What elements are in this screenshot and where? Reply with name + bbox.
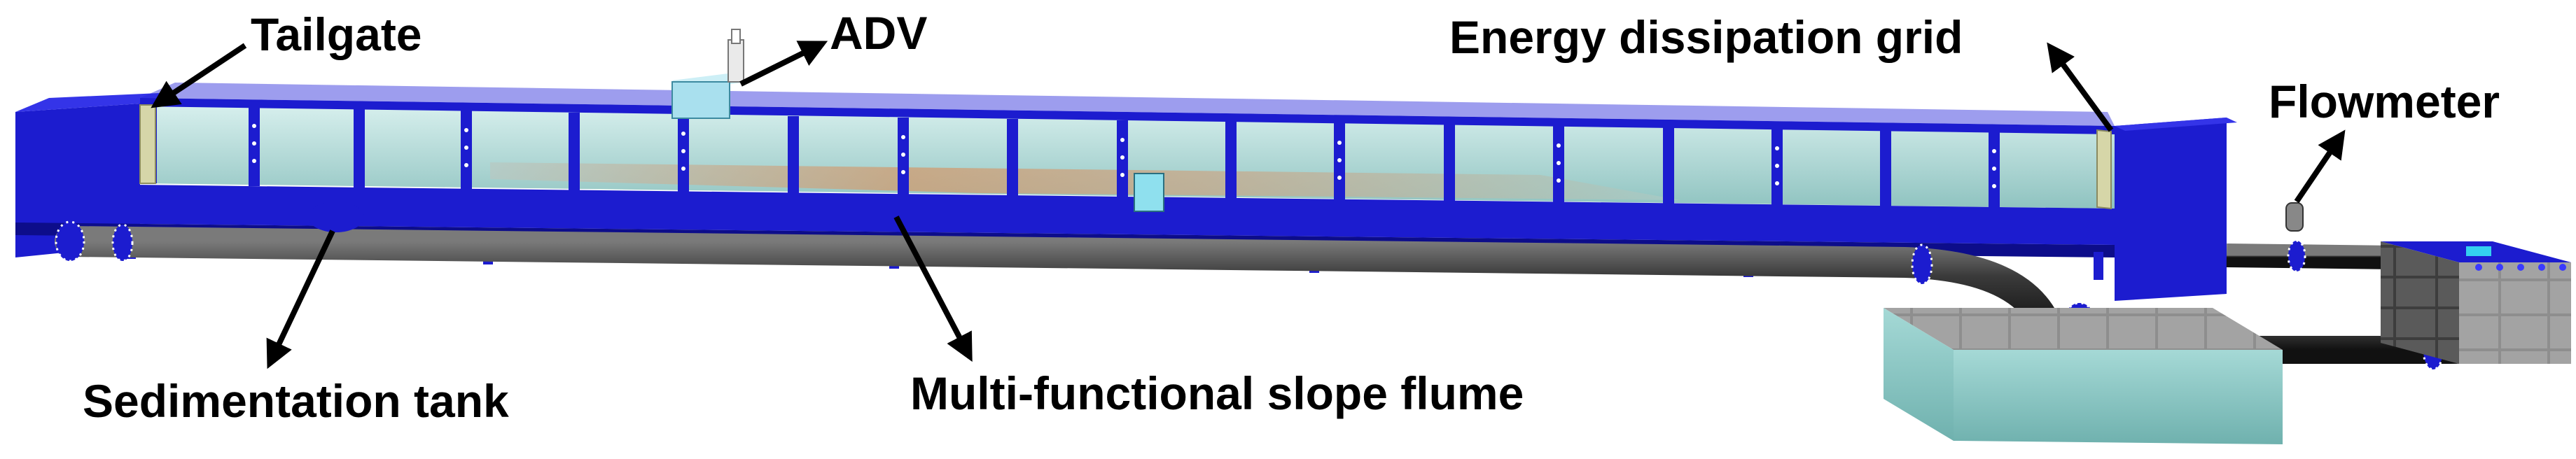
top-rail bbox=[140, 98, 2115, 134]
flowmeter-label: Flowmeter bbox=[2269, 76, 2500, 127]
flume-label: Multi-functional slope flume bbox=[910, 367, 1524, 419]
post-bolts bbox=[252, 124, 1996, 188]
callout-arrows bbox=[151, 41, 2346, 369]
tailgate-plate bbox=[139, 104, 156, 184]
flume-arrow bbox=[893, 216, 973, 362]
energy-grid-arrow bbox=[2047, 42, 2114, 132]
tailgate-arrow bbox=[151, 43, 247, 108]
adv-device bbox=[671, 29, 744, 119]
sedimentation-tank bbox=[308, 202, 364, 232]
pump-box bbox=[2381, 241, 2571, 364]
reservoir bbox=[1884, 308, 2283, 444]
energy-dissipation-grid bbox=[2096, 129, 2112, 210]
flowmeter-device bbox=[2285, 202, 2304, 232]
flowmeter-pipe bbox=[2226, 243, 2395, 269]
return-pipe bbox=[55, 226, 2077, 344]
control-box bbox=[1134, 173, 1164, 212]
right-end-box bbox=[2115, 118, 2227, 301]
flowmeter-arrow bbox=[2294, 129, 2346, 204]
adv-arrow bbox=[739, 41, 828, 87]
adv-label: ADV bbox=[830, 7, 927, 59]
energy-grid-label: Energy dissipation grid bbox=[1449, 11, 1963, 63]
tailgate-label: Tailgate bbox=[251, 8, 422, 60]
sedimentation-tank-label: Sedimentation tank bbox=[83, 375, 509, 427]
sedimentation-tank-arrow bbox=[266, 230, 335, 369]
bottom-beam bbox=[15, 183, 2115, 245]
